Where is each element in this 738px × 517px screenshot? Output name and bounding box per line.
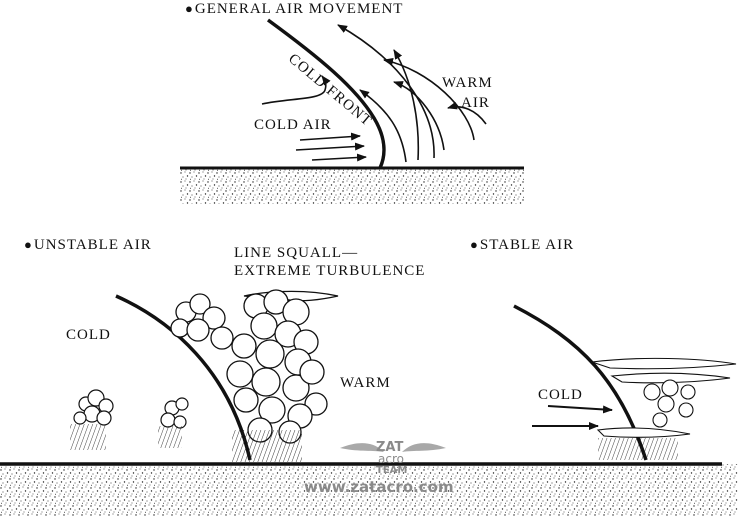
cold-air-arrow [295, 142, 365, 151]
unstable-title-text: UNSTABLE AIR [33, 237, 152, 253]
warm-air-arrow [337, 24, 435, 159]
general-panel [180, 18, 524, 204]
top-ground [180, 168, 524, 204]
watermark-line-1: ZAT [376, 440, 404, 455]
cold-air-label: COLD AIR [254, 117, 332, 133]
watermark-url: www.zatacro.com [304, 478, 454, 496]
warm-air-arrow [359, 89, 407, 163]
rain-shaft [598, 438, 678, 460]
warm-air-label-line1: WARM [442, 75, 493, 91]
warm-air-arrow [447, 101, 487, 125]
small-cloud-mid [160, 397, 189, 429]
cold-air-arrow [311, 153, 367, 162]
small-cloud-left [73, 389, 114, 426]
cold-air-swirl-arrow [261, 75, 331, 105]
warm-air-arrow [383, 58, 475, 141]
lower-ground [0, 462, 738, 517]
unstable-cold-label: COLD [66, 327, 111, 343]
bullet: ● [24, 237, 33, 252]
stable-title-text: STABLE AIR [479, 237, 575, 253]
stratus-cloud [591, 357, 737, 438]
line-squall-label: LINE SQUALL— [234, 245, 359, 261]
warm-air-label-line2: AIR [461, 95, 490, 111]
rain-shaft [70, 424, 106, 450]
watermark-logo [340, 443, 446, 452]
stable-panel [513, 304, 737, 461]
unstable-front-line [115, 294, 252, 461]
stable-cold-arrow [547, 405, 613, 414]
stable-cold-label: COLD [538, 387, 583, 403]
unstable-air-title: ●UNSTABLE AIR [24, 236, 152, 254]
unstable-warm-label: WARM [340, 375, 391, 391]
cold-air-arrow [299, 132, 361, 141]
bullet: ● [185, 1, 194, 16]
watermark-line-2: acro [378, 452, 404, 466]
extreme-turbulence-label: EXTREME TURBULENCE [234, 263, 426, 279]
warm-air-arrow [393, 49, 420, 161]
general-title-text: GENERAL AIR MOVEMENT [194, 1, 404, 17]
rain-shaft [158, 426, 182, 448]
bullet: ● [470, 237, 479, 252]
general-air-movement-title: ●GENERAL AIR MOVEMENT [185, 0, 403, 18]
line-squall-cloud [170, 289, 339, 444]
watermark-line-3: TEAM [376, 465, 408, 476]
unstable-panel [70, 289, 339, 462]
cold-front-line [266, 18, 386, 169]
rain-shaft [232, 430, 302, 462]
lower-ground-fill [0, 464, 738, 517]
stable-air-title: ●STABLE AIR [470, 236, 574, 254]
warm-air-arrow [393, 81, 445, 151]
